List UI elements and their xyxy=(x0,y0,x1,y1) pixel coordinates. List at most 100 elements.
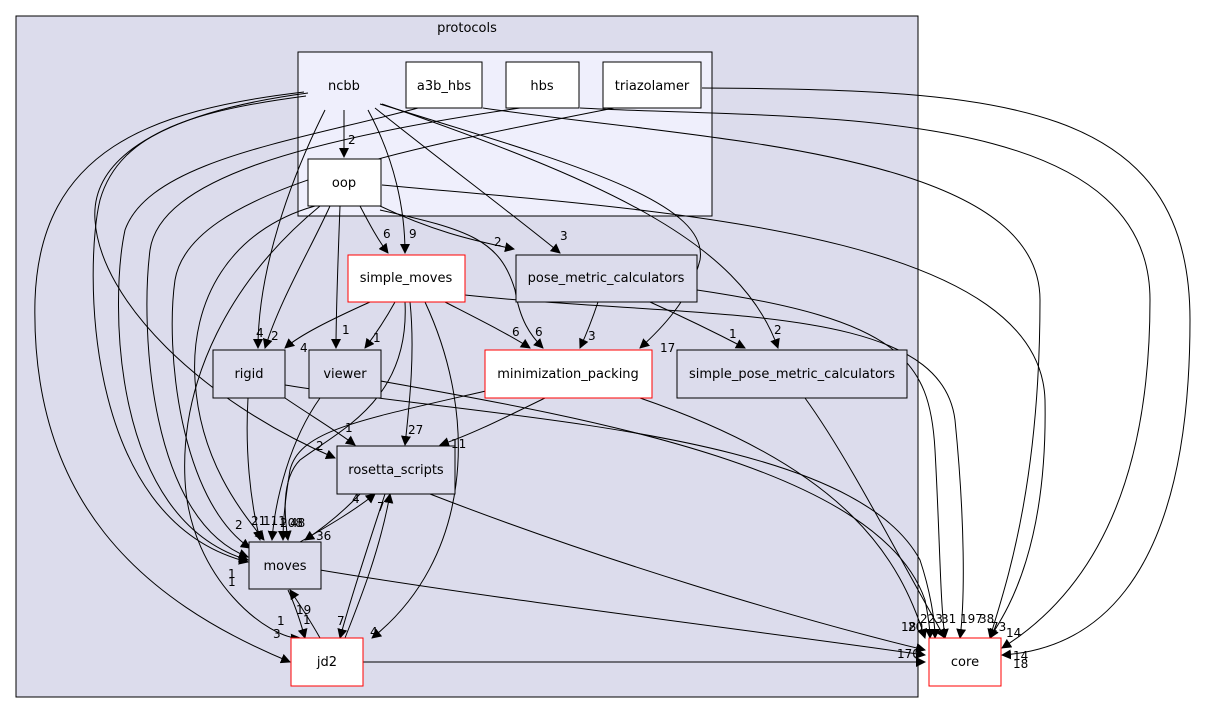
node-moves[interactable]: moves xyxy=(248,541,322,590)
node-core-label: core xyxy=(951,655,979,670)
node-minimization-packing[interactable]: minimization_packing xyxy=(484,349,653,399)
edge-moves-core xyxy=(319,569,926,659)
edge-label: 2 xyxy=(348,133,356,147)
edge-label: 197 xyxy=(960,612,983,626)
edge-label: 14 xyxy=(1006,626,1021,640)
cluster-protocols-label: protocols xyxy=(437,21,497,36)
edge-rs-core xyxy=(429,493,926,653)
node-hbs-label: hbs xyxy=(530,79,553,94)
node-rosetta-scripts[interactable]: rosetta_scripts xyxy=(336,445,456,495)
edge-label: 1 xyxy=(303,613,311,627)
node-rosetta-scripts-label: rosetta_scripts xyxy=(348,463,444,478)
edge-label: 2 xyxy=(271,329,279,343)
edge-label: 6 xyxy=(383,227,391,241)
edge-viewer-core xyxy=(374,379,935,639)
edge-sm-rs xyxy=(401,301,413,446)
edge-label: 1 xyxy=(228,567,236,581)
edge-a3b-moves xyxy=(117,107,419,563)
edge-rigid-moves xyxy=(246,397,263,541)
edge-label: 4 xyxy=(352,492,360,506)
edge-oop-viewer xyxy=(331,205,342,349)
edge-label: 36 xyxy=(316,529,331,543)
edge-rigid-core xyxy=(284,384,940,639)
edge-jd2-moves xyxy=(289,589,321,639)
edge-label: 3 xyxy=(588,329,596,343)
edge-label: 111 xyxy=(263,514,286,528)
edge-label: 73 xyxy=(991,620,1006,634)
edge-mp-rs xyxy=(439,397,546,447)
node-a3b-hbs-label: a3b_hbs xyxy=(417,79,471,94)
edge-label: 1 xyxy=(373,331,381,345)
node-simple-moves-label: simple_moves xyxy=(360,271,453,286)
node-viewer[interactable]: viewer xyxy=(308,349,382,399)
node-hbs[interactable]: hbs xyxy=(505,61,580,109)
edge-label: 208 xyxy=(280,516,303,530)
edge-oop-moves xyxy=(194,205,316,541)
edge-a3b-core xyxy=(482,107,1041,639)
edge-pmc-mp xyxy=(579,301,599,349)
edge-label: 1 xyxy=(345,421,353,435)
edge-viewer-moves xyxy=(267,397,321,541)
node-jd2[interactable]: jd2 xyxy=(290,637,364,687)
node-oop[interactable]: oop xyxy=(307,158,382,207)
edge-ncbb-spmc xyxy=(381,103,780,349)
edge-label: 4 xyxy=(370,625,378,639)
edge-label: 2 xyxy=(316,439,324,453)
edge-sm-jd2 xyxy=(371,301,459,639)
edge-label: 20 xyxy=(908,620,923,634)
node-simple-moves[interactable]: simple_moves xyxy=(347,254,466,303)
node-triazolamer-label: triazolamer xyxy=(615,79,690,94)
edge-label: 7 xyxy=(337,614,345,628)
node-minimization-packing-label: minimization_packing xyxy=(497,367,639,382)
edge-rs-jd2 xyxy=(337,493,386,639)
edge-label: 1 xyxy=(729,327,737,341)
node-triazolamer[interactable]: triazolamer xyxy=(602,61,702,109)
cluster-ncbb-label: ncbb xyxy=(328,79,360,94)
edge-label: 2 xyxy=(235,518,243,532)
edge-label: 9 xyxy=(409,227,417,241)
node-pose-metric-calculators[interactable]: pose_metric_calculators xyxy=(515,254,698,303)
edge-label: 38 xyxy=(979,612,994,626)
edge-label: 18 xyxy=(901,620,916,634)
edge-label: 6 xyxy=(535,325,543,339)
edge-mp-moves xyxy=(278,389,491,541)
edge-label: 3 xyxy=(560,229,568,243)
edge-label: 1 xyxy=(342,323,350,337)
edge-label: 2 xyxy=(774,323,782,337)
edge-pmc-spmc xyxy=(649,301,746,349)
edge-oop-simple-moves xyxy=(359,205,389,254)
edge-oop-rigid xyxy=(262,205,331,349)
edge-rigid-rs xyxy=(284,397,356,446)
edge-label: 27 xyxy=(408,423,423,437)
edge-oop-jd2 xyxy=(184,205,321,644)
edges xyxy=(34,87,1191,667)
edge-label: 6 xyxy=(512,325,520,339)
edge-mp-core xyxy=(639,397,928,639)
node-a3b-hbs[interactable]: a3b_hbs xyxy=(405,61,483,109)
node-moves-label: moves xyxy=(263,559,306,574)
edge-ncbb-mp xyxy=(379,103,701,349)
edge-label: 4 xyxy=(256,326,264,340)
edge-sm-moves xyxy=(281,301,406,541)
edge-label: 19 xyxy=(296,603,311,617)
node-simple-pose-metric-calculators[interactable]: simple_pose_metric_calculators xyxy=(676,349,908,399)
edge-oop-core xyxy=(381,184,1046,639)
edge-label: 2 xyxy=(494,235,502,249)
edge-moves-rs xyxy=(299,493,376,543)
edge-label: 170 xyxy=(897,647,920,661)
node-core[interactable]: core xyxy=(928,637,1002,687)
edge-label: 17 xyxy=(660,341,675,355)
edge-oop-mp xyxy=(379,209,544,349)
edge-label: 1 xyxy=(277,614,285,628)
edge-label: 18 xyxy=(1013,657,1028,671)
edge-sm-rigid xyxy=(284,301,371,349)
edge-label: 21 xyxy=(251,514,266,528)
edge-jd2-rs xyxy=(344,493,394,639)
edge-label: 48 xyxy=(290,516,305,530)
edge-ncbb-moves xyxy=(92,95,307,565)
node-oop-label: oop xyxy=(332,176,356,191)
node-rigid-label: rigid xyxy=(234,367,263,382)
node-rigid[interactable]: rigid xyxy=(212,349,286,399)
edge-label: 11 xyxy=(451,437,466,451)
